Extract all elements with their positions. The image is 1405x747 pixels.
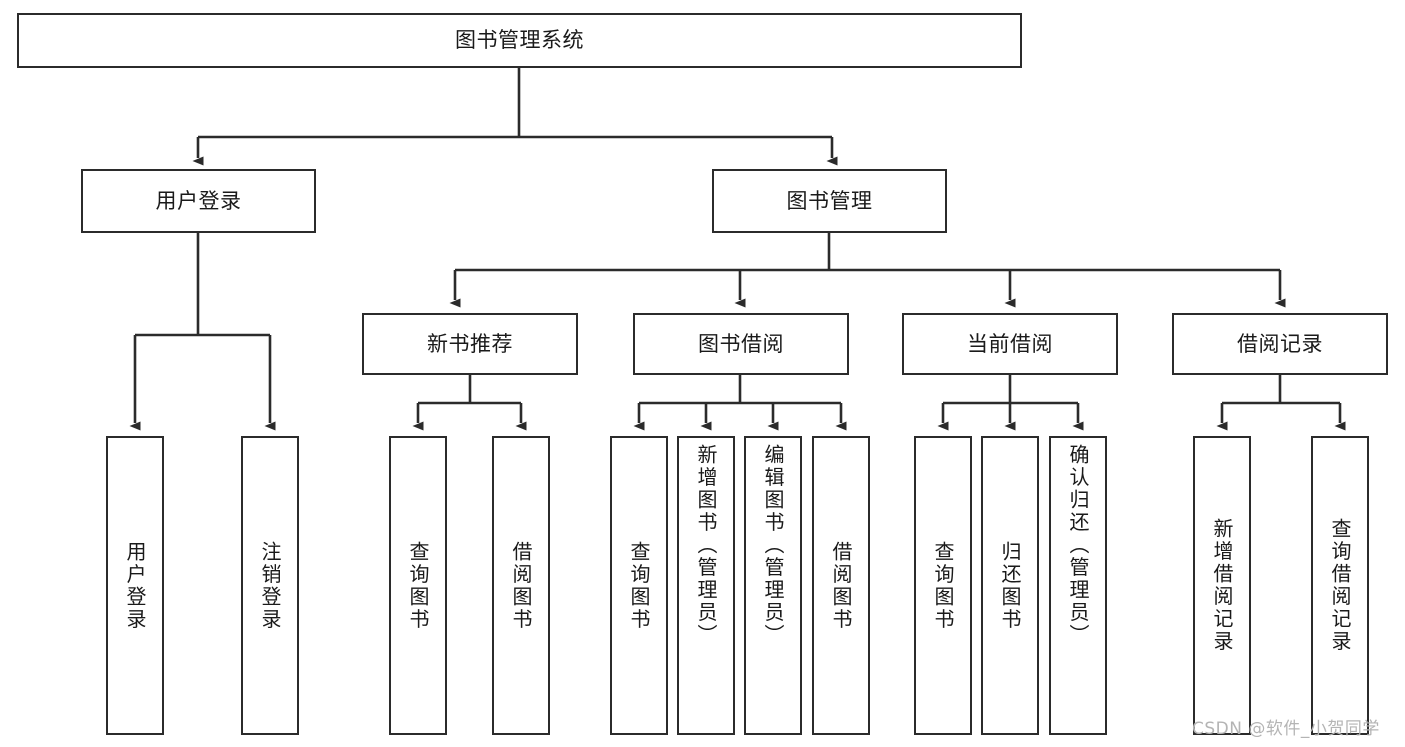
leaf-return-book-label: 归还图书 bbox=[998, 540, 1022, 631]
leaf-add-book-label: 新增图书（管理员） bbox=[694, 444, 718, 647]
leaf-return-book[interactable]: 归还图书 bbox=[981, 436, 1039, 735]
node-book-borrow[interactable]: 图书借阅 bbox=[633, 313, 849, 375]
leaf-query-book-1-label: 查询图书 bbox=[406, 540, 430, 631]
node-new-book-recommend[interactable]: 新书推荐 bbox=[362, 313, 578, 375]
leaf-logout-login[interactable]: 注销登录 bbox=[241, 436, 299, 735]
leaf-borrow-book-1-label: 借阅图书 bbox=[509, 540, 533, 631]
leaf-edit-book-label: 编辑图书（管理员） bbox=[761, 444, 785, 647]
leaf-borrow-book-2[interactable]: 借阅图书 bbox=[812, 436, 870, 735]
node-root[interactable]: 图书管理系统 bbox=[17, 13, 1022, 68]
leaf-query-book-1[interactable]: 查询图书 bbox=[389, 436, 447, 735]
leaf-query-book-3-label: 查询图书 bbox=[931, 540, 955, 631]
node-book-borrow-label: 图书借阅 bbox=[698, 331, 784, 356]
node-user-login[interactable]: 用户登录 bbox=[81, 169, 316, 233]
leaf-query-book-2[interactable]: 查询图书 bbox=[610, 436, 668, 735]
leaf-query-record[interactable]: 查询借阅记录 bbox=[1311, 436, 1369, 735]
node-current-borrow[interactable]: 当前借阅 bbox=[902, 313, 1118, 375]
node-current-borrow-label: 当前借阅 bbox=[967, 331, 1053, 356]
leaf-logout-login-label: 注销登录 bbox=[258, 540, 282, 631]
leaf-borrow-book-1[interactable]: 借阅图书 bbox=[492, 436, 550, 735]
node-book-manage[interactable]: 图书管理 bbox=[712, 169, 947, 233]
leaf-add-book[interactable]: 新增图书（管理员） bbox=[677, 436, 735, 735]
leaf-add-record[interactable]: 新增借阅记录 bbox=[1193, 436, 1251, 735]
leaf-borrow-book-2-label: 借阅图书 bbox=[829, 540, 853, 631]
leaf-add-record-label: 新增借阅记录 bbox=[1210, 518, 1234, 653]
leaf-confirm-return[interactable]: 确认归还（管理员） bbox=[1049, 436, 1107, 735]
node-borrow-record[interactable]: 借阅记录 bbox=[1172, 313, 1388, 375]
node-new-book-recommend-label: 新书推荐 bbox=[427, 331, 513, 356]
leaf-query-book-3[interactable]: 查询图书 bbox=[914, 436, 972, 735]
node-root-label: 图书管理系统 bbox=[455, 28, 584, 53]
leaf-user-login[interactable]: 用户登录 bbox=[106, 436, 164, 735]
node-borrow-record-label: 借阅记录 bbox=[1237, 331, 1323, 356]
csdn-watermark: CSDN @软件_小贺同学 bbox=[1192, 719, 1380, 739]
leaf-user-login-label: 用户登录 bbox=[123, 540, 147, 631]
node-book-manage-label: 图书管理 bbox=[786, 188, 873, 213]
leaf-edit-book[interactable]: 编辑图书（管理员） bbox=[744, 436, 802, 735]
node-user-login-label: 用户登录 bbox=[155, 188, 242, 213]
leaf-query-book-2-label: 查询图书 bbox=[627, 540, 651, 631]
leaf-confirm-return-label: 确认归还（管理员） bbox=[1066, 444, 1090, 647]
leaf-query-record-label: 查询借阅记录 bbox=[1328, 518, 1352, 653]
